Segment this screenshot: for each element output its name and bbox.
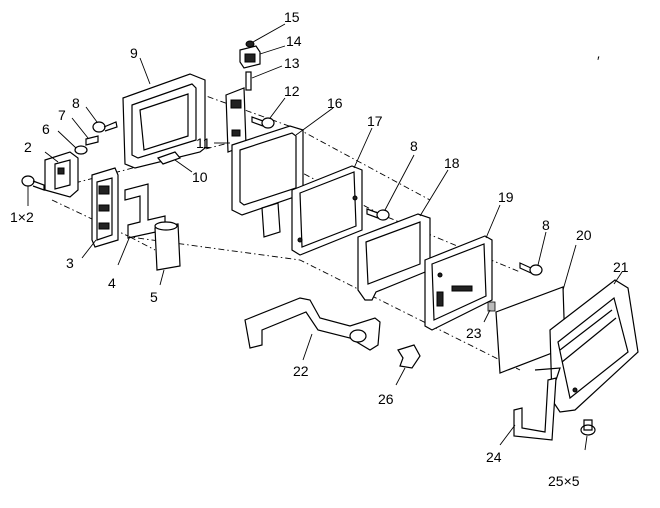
label-11: 11 bbox=[196, 135, 211, 151]
part-1-screw bbox=[21, 175, 45, 206]
label-4: 4 bbox=[108, 275, 116, 291]
label-21: 21 bbox=[613, 259, 629, 275]
label-9: 9 bbox=[130, 45, 138, 61]
label-12: 12 bbox=[284, 83, 300, 99]
label-26: 26 bbox=[378, 391, 394, 407]
part-22-bracket-arm bbox=[244, 297, 381, 361]
part-8-screw-b bbox=[366, 154, 415, 221]
part-12-screw bbox=[251, 97, 286, 129]
part-2-bracket bbox=[44, 151, 79, 198]
part-14-block bbox=[239, 45, 286, 69]
part-26-clip-ring bbox=[395, 344, 421, 386]
label-8-b: 8 bbox=[410, 138, 418, 154]
part-23-chip bbox=[483, 301, 496, 323]
label-24: 24 bbox=[486, 449, 502, 465]
label-8-c: 8 bbox=[542, 217, 550, 233]
label-19: 19 bbox=[498, 189, 514, 205]
label-14: 14 bbox=[286, 33, 302, 49]
callout-labels: 1×2 2 3 4 5 6 7 8 9 10 11 12 13 14 15 16… bbox=[10, 9, 629, 489]
label-1: 1×2 bbox=[10, 209, 34, 225]
part-18-shield bbox=[357, 169, 449, 301]
label-16: 16 bbox=[327, 95, 343, 111]
part-10-clip bbox=[156, 151, 193, 173]
part-20-sheet bbox=[495, 244, 577, 374]
part-17-backlight bbox=[291, 127, 373, 256]
label-8-a: 8 bbox=[72, 95, 80, 111]
part-9-frame bbox=[122, 57, 206, 169]
stray-mark: ′ bbox=[597, 53, 600, 69]
label-22: 22 bbox=[293, 363, 309, 379]
part-24-flex-cable bbox=[499, 367, 561, 446]
part-19-circuit-board bbox=[424, 204, 501, 331]
label-15: 15 bbox=[284, 9, 300, 25]
label-13: 13 bbox=[284, 55, 300, 71]
label-5: 5 bbox=[150, 289, 158, 305]
part-15-spring bbox=[245, 23, 286, 48]
part-5-cylinder bbox=[154, 221, 181, 286]
label-25: 25×5 bbox=[548, 473, 580, 489]
label-2: 2 bbox=[24, 139, 32, 155]
label-17: 17 bbox=[367, 113, 383, 129]
part-8-screw-a bbox=[85, 106, 118, 133]
label-6: 6 bbox=[42, 121, 50, 137]
label-20: 20 bbox=[576, 227, 592, 243]
label-23: 23 bbox=[466, 325, 482, 341]
label-10: 10 bbox=[192, 169, 208, 185]
part-3-hinge bbox=[81, 167, 119, 259]
part-6-pad bbox=[57, 130, 88, 155]
label-18: 18 bbox=[444, 155, 460, 171]
part-8-screw-c bbox=[519, 231, 547, 276]
label-3: 3 bbox=[66, 255, 74, 271]
part-25-screw bbox=[580, 419, 596, 451]
label-7: 7 bbox=[58, 107, 66, 123]
part-7-pad bbox=[71, 117, 99, 146]
part-13-pin bbox=[245, 65, 283, 91]
